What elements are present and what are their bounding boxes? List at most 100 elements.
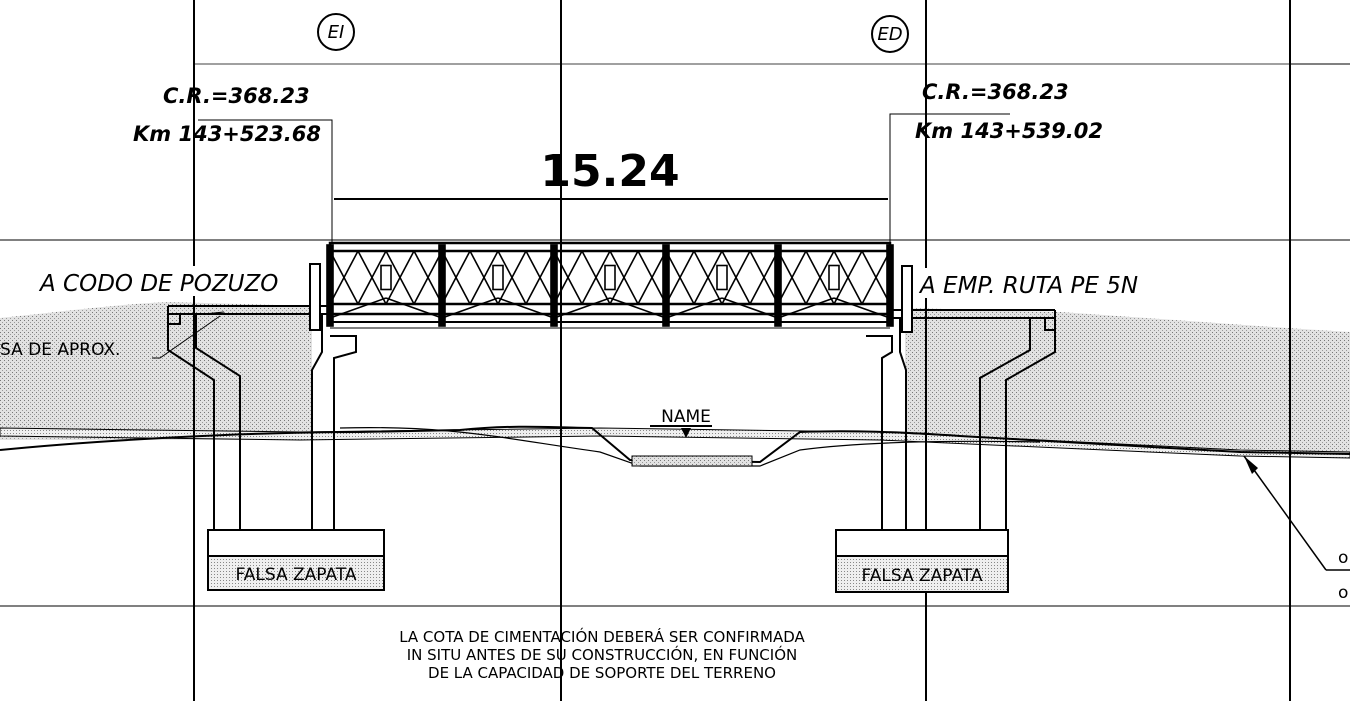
- right-direction-bg: [916, 268, 1188, 298]
- truss-diagonal: [665, 277, 681, 305]
- truss-diagonal: [875, 277, 891, 305]
- left-footing-cap: [207, 529, 385, 557]
- truss-diagonal: [581, 277, 597, 305]
- riverbed-line: [0, 425, 1350, 464]
- truss-node-plate: [380, 264, 392, 291]
- truss-diagonal: [413, 250, 429, 278]
- truss-diagonal: [371, 250, 387, 278]
- truss-diagonal: [847, 250, 863, 278]
- truss-diagonal: [693, 277, 709, 305]
- truss-diagonal: [595, 250, 611, 278]
- truss-diagonal: [749, 277, 765, 305]
- approach-slab-label: SA DE APROX.: [0, 340, 120, 360]
- truss-diagonal: [553, 277, 569, 305]
- embankment-fill-right: [905, 308, 1350, 452]
- truss-diagonal: [637, 250, 653, 278]
- foundation-note-line-3: DE LA CAPACIDAD DE SOPORTE DEL TERRENO: [428, 664, 776, 682]
- foundation-note-line-1: LA COTA DE CIMENTACIÓN DEBERÁ SER CONFIR…: [399, 627, 805, 646]
- truss-diagonal: [847, 277, 863, 305]
- right-callout-text-2: o: [1338, 583, 1348, 603]
- truss-diagonal: [427, 250, 443, 278]
- truss-diagonal: [511, 250, 527, 278]
- truss-diagonal: [763, 277, 779, 305]
- truss-diagonal: [763, 250, 779, 278]
- right-callout-text-1: o: [1338, 548, 1348, 568]
- truss-post: [438, 244, 446, 327]
- axis-label-left: EI: [328, 22, 345, 43]
- embankment-fill: [0, 302, 168, 440]
- truss-diagonal: [385, 250, 401, 278]
- truss-bottom-brace: [497, 297, 555, 319]
- right-footing-cap: [835, 529, 1009, 557]
- truss-diagonal: [735, 277, 751, 305]
- truss-post: [326, 244, 334, 327]
- truss-diagonal: [693, 250, 709, 278]
- truss-bottom-brace: [777, 297, 835, 319]
- truss-bottom-brace: [665, 297, 723, 319]
- soil-band: [0, 427, 1350, 459]
- truss-diagonal: [399, 250, 415, 278]
- parapets: [309, 263, 913, 333]
- left-abutment: [167, 311, 357, 530]
- truss-diagonal: [777, 277, 793, 305]
- truss-bottom-brace: [441, 297, 499, 319]
- truss-diagonal: [861, 277, 877, 305]
- truss-diagonal: [539, 250, 555, 278]
- truss-diagonal: [791, 250, 807, 278]
- truss-diagonal: [329, 250, 345, 278]
- truss-diagonal: [805, 250, 821, 278]
- truss-diagonal: [735, 250, 751, 278]
- truss-diagonal: [679, 250, 695, 278]
- truss-diagonal: [343, 277, 359, 305]
- truss-diagonal: [833, 250, 849, 278]
- truss-bottom-brace: [609, 297, 667, 319]
- truss-diagonal: [483, 250, 499, 278]
- truss-post: [774, 244, 782, 327]
- truss-bottom-brace: [833, 297, 891, 319]
- truss-diagonal: [427, 277, 443, 305]
- truss-node-plate: [604, 264, 616, 291]
- truss-bottom-brace: [721, 297, 779, 319]
- truss-diagonal: [567, 277, 583, 305]
- truss-diagonal: [357, 277, 373, 305]
- truss-diagonal: [665, 250, 681, 278]
- truss-diagonal: [651, 250, 667, 278]
- truss-diagonal: [875, 250, 891, 278]
- truss-diagonal: [469, 250, 485, 278]
- truss-node-plate: [492, 264, 504, 291]
- truss-diagonal: [343, 250, 359, 278]
- truss-diagonal: [777, 250, 793, 278]
- water-level-label: NAME: [661, 407, 711, 427]
- right-station-label: Km 143+539.02: [915, 119, 1103, 143]
- right-direction-label: A EMP. RUTA PE 5N: [918, 273, 1138, 299]
- truss-diagonal: [441, 250, 457, 278]
- truss-diagonal: [623, 277, 639, 305]
- right-abutment: [866, 318, 1056, 530]
- truss-diagonal: [707, 250, 723, 278]
- truss-post: [886, 244, 894, 327]
- truss-diagonal: [805, 277, 821, 305]
- truss-diagonal: [441, 277, 457, 305]
- truss-node-plate: [716, 264, 728, 291]
- axis-circle-right: [871, 15, 909, 53]
- left-footing-label: FALSA ZAPATA: [236, 565, 357, 585]
- note-bg: [366, 624, 836, 682]
- truss-post: [550, 244, 558, 327]
- truss-diagonal: [413, 277, 429, 305]
- truss-panels: [326, 244, 894, 327]
- truss-diagonal: [609, 250, 625, 278]
- right-leader-line: [889, 113, 1010, 244]
- truss-diagonal: [539, 277, 555, 305]
- truss-diagonal: [399, 277, 415, 305]
- truss-diagonal: [525, 277, 541, 305]
- truss-diagonal: [525, 250, 541, 278]
- truss-diagonal: [749, 250, 765, 278]
- truss-diagonal: [623, 250, 639, 278]
- truss-diagonal: [553, 250, 569, 278]
- truss-diagonal: [651, 277, 667, 305]
- truss-diagonal: [819, 250, 835, 278]
- truss-diagonal: [567, 250, 583, 278]
- approach-slab-leader: [152, 315, 221, 359]
